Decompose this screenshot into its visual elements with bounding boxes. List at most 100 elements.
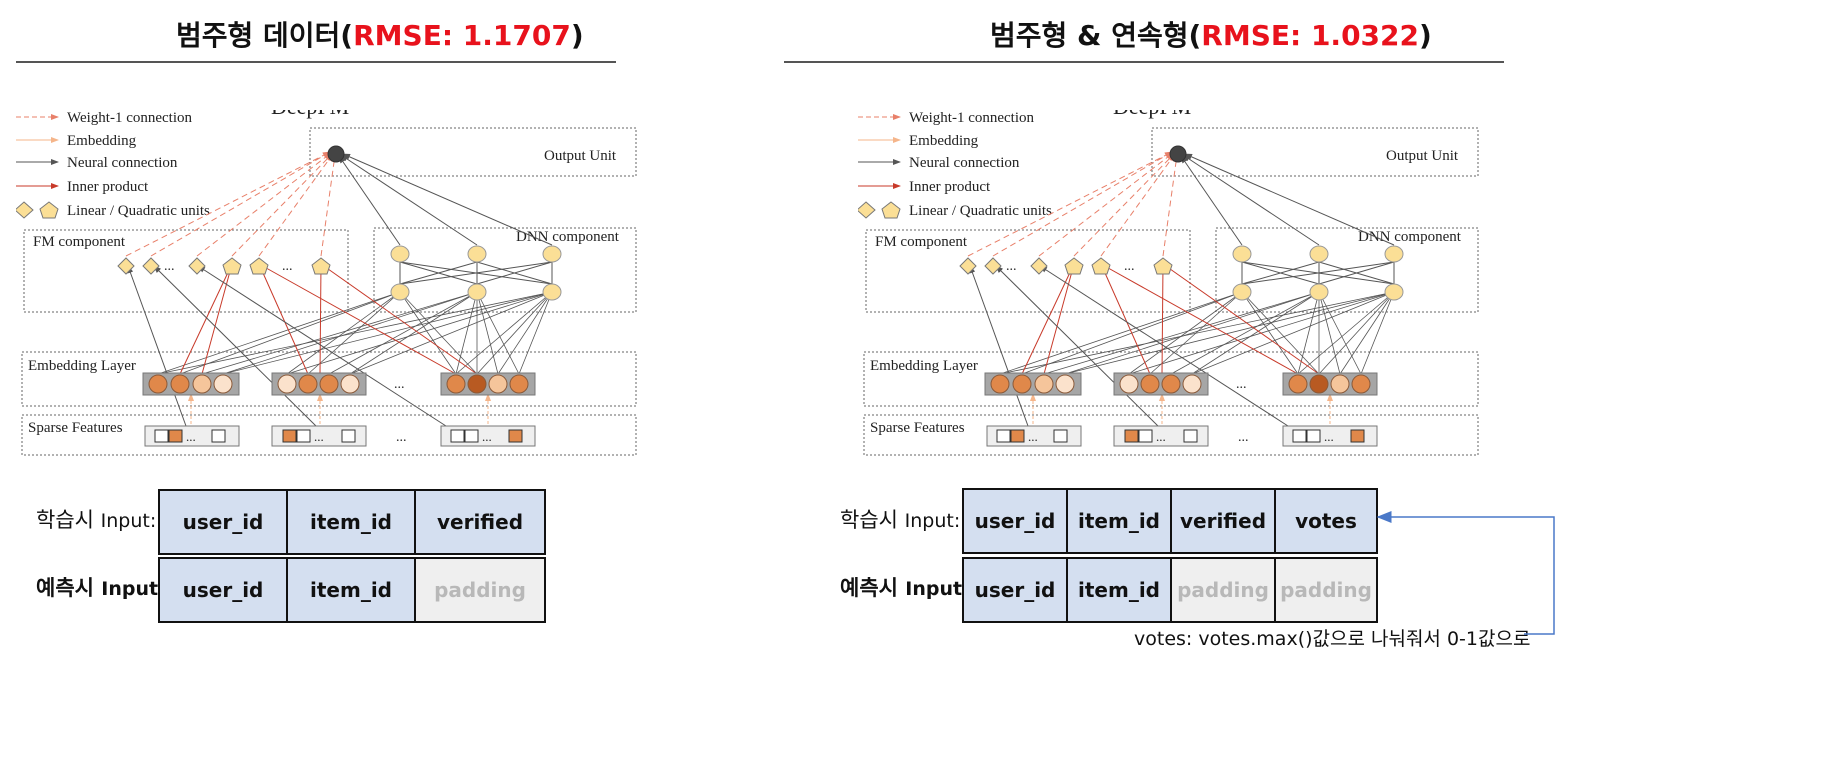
sparse-features-label: Sparse Features	[28, 420, 123, 436]
dnn-component-label: DNN component	[516, 229, 620, 245]
input-cell-user-id: user_id	[160, 559, 288, 621]
left-train-row: user_id item_id verified	[158, 489, 546, 555]
legend-units: Linear / Quadratic units	[67, 203, 210, 219]
svg-text:...: ...	[1236, 377, 1247, 392]
svg-text:...: ...	[1028, 429, 1038, 444]
embedding-group	[1113, 372, 1209, 396]
left-deepfm: Weight-1 connection Embedding Neural con…	[16, 110, 756, 540]
sparse-features-box	[21, 414, 637, 456]
deepfm-diagram: Weight-1 connection Embedding Neural con…	[858, 110, 1479, 456]
sparse-field	[986, 425, 1082, 447]
right-predict-label: 예측시 Input:	[840, 576, 970, 600]
fm-component-label: FM component	[33, 234, 126, 250]
fm-linear-unit	[1030, 257, 1048, 275]
fm-component-box	[865, 229, 1191, 313]
dnn-neuron	[390, 283, 410, 301]
embedding-group	[1282, 372, 1378, 396]
deepfm-title: DeepFM	[271, 110, 349, 119]
left-train-label: 학습시 Input:	[36, 508, 157, 532]
output-unit-label: Output Unit	[544, 148, 617, 164]
dnn-neuron	[467, 283, 487, 301]
sparse-field	[144, 425, 240, 447]
output-unit-label: Output Unit	[1386, 148, 1459, 164]
legend-units: Linear / Quadratic units	[909, 203, 1052, 219]
fm-quadratic-unit	[311, 257, 331, 275]
fm-linear-unit	[117, 257, 135, 275]
deepfm-diagram: Weight-1 connection Embedding Neural con…	[16, 110, 637, 456]
legend-weight1: Weight-1 connection	[67, 110, 193, 126]
diamond-icon	[858, 201, 876, 219]
sparse-field	[440, 425, 536, 447]
input-cell-verified: verified	[1172, 490, 1276, 552]
fm-linear-unit	[188, 257, 206, 275]
dnn-neuron	[390, 245, 410, 263]
input-cell-item-id: item_id	[288, 491, 416, 553]
fm-linear-unit	[959, 257, 977, 275]
sparse-field	[1282, 425, 1378, 447]
input-cell-user-id: user_id	[964, 559, 1068, 621]
legend-neural: Neural connection	[909, 155, 1020, 171]
input-cell-user-id: user_id	[160, 491, 288, 553]
legend-neural: Neural connection	[67, 155, 178, 171]
input-cell-item-id: item_id	[288, 559, 416, 621]
svg-text:...: ...	[314, 429, 324, 444]
fm-linear-unit	[142, 257, 160, 275]
svg-text:...: ...	[186, 429, 196, 444]
fm-quadratic-unit	[249, 257, 269, 275]
dnn-neuron	[467, 245, 487, 263]
svg-text:...: ...	[482, 429, 492, 444]
svg-text:...: ...	[1156, 429, 1166, 444]
left-title-rule	[16, 61, 616, 63]
fm-component-label: FM component	[875, 234, 968, 250]
embedding-group	[142, 372, 240, 396]
embedding-group	[271, 372, 367, 396]
fm-quadratic-unit	[1091, 257, 1111, 275]
output-node	[1169, 145, 1187, 163]
input-cell-item-id: item_id	[1068, 490, 1172, 552]
sparse-features-box	[863, 414, 1479, 456]
right-rmse: RMSE: 1.0322	[1201, 19, 1419, 52]
dnn-component-box	[373, 227, 637, 313]
fm-quadratic-unit	[1064, 257, 1084, 275]
right-train-row: user_id item_id verified votes	[962, 488, 1378, 554]
right-predict-row: user_id item_id padding padding	[962, 557, 1378, 623]
dnn-neuron	[1384, 283, 1404, 301]
note-arrow	[1376, 511, 1555, 635]
output-node	[327, 145, 345, 163]
input-cell-verified: verified	[416, 491, 544, 553]
legend-inner-product: Inner product	[909, 179, 991, 195]
legend: Weight-1 connection Embedding Neural con…	[858, 110, 1052, 219]
svg-text:...: ...	[396, 430, 407, 445]
legend: Weight-1 connection Embedding Neural con…	[16, 110, 210, 219]
svg-text:...: ...	[394, 377, 405, 392]
deepfm-title: DeepFM	[1113, 110, 1191, 119]
embedding-group	[440, 372, 536, 396]
svg-text:...: ...	[1124, 259, 1135, 274]
input-cell-padding: padding	[416, 559, 544, 621]
embedding-layer-box	[21, 351, 637, 407]
left-predict-row: user_id item_id padding	[158, 557, 546, 623]
svg-text:...: ...	[1238, 430, 1249, 445]
embedding-layer-label: Embedding Layer	[28, 358, 136, 374]
dnn-neuron	[1309, 245, 1329, 263]
fm-linear-unit	[984, 257, 1002, 275]
legend-inner-product: Inner product	[67, 179, 149, 195]
left-title: 범주형 데이터(RMSE: 1.1707)	[176, 19, 584, 52]
left-panel: 범주형 데이터(RMSE: 1.1707) Weight-1 connectio…	[16, 19, 756, 623]
fm-quadratic-unit	[1153, 257, 1173, 275]
input-cell-item-id: item_id	[1068, 559, 1172, 621]
output-unit-box	[1151, 127, 1479, 177]
dnn-neuron	[1232, 283, 1252, 301]
svg-text:...: ...	[1324, 429, 1334, 444]
svg-text:...: ...	[282, 259, 293, 274]
embedding-layer-label: Embedding Layer	[870, 358, 978, 374]
right-deepfm: Weight-1 connection Embedding Neural con…	[858, 110, 1598, 540]
input-cell-user-id: user_id	[964, 490, 1068, 552]
input-cell-padding: padding	[1276, 559, 1376, 621]
right-train-label: 학습시 Input:	[840, 508, 961, 532]
output-unit-box	[309, 127, 637, 177]
dnn-neuron	[542, 245, 562, 263]
dnn-neuron	[1309, 283, 1329, 301]
sparse-field	[271, 425, 367, 447]
svg-text:...: ...	[1006, 259, 1017, 274]
